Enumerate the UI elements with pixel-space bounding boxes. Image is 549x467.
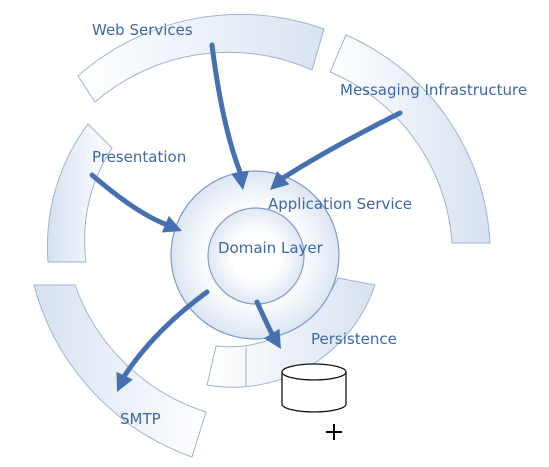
presentation-label: Presentation [92, 148, 186, 166]
persistence-label: Persistence [311, 330, 397, 348]
web-services-arrow [209, 42, 243, 175]
domain-layer-label: Domain Layer [218, 239, 324, 257]
messaging-infrastructure-label: Messaging Infrastructure [340, 81, 527, 99]
web-services-ring-segment [77, 13, 325, 103]
persistence-arrow [254, 299, 275, 337]
presentation-arrow [89, 172, 168, 227]
crosshair-cursor-icon [326, 424, 342, 440]
arrows-group [89, 42, 403, 392]
messaging-arrow [280, 110, 403, 181]
web-services-label: Web Services [92, 21, 193, 39]
smtp-arrow-head [116, 371, 133, 392]
presentation-arrow-head [161, 215, 182, 233]
messaging-ring-segment [329, 34, 491, 244]
persistence-arrow-head [264, 328, 281, 349]
web-services-arrow-head [231, 170, 249, 190]
smtp-arrow [122, 289, 210, 378]
messaging-arrow-head [270, 171, 290, 190]
database-cylinder-icon [281, 363, 347, 413]
smtp-ring-segment [33, 284, 207, 458]
application-service-label: Application Service [268, 195, 412, 213]
smtp-label: SMTP [120, 410, 161, 428]
presentation-ring-segment [46, 123, 113, 263]
